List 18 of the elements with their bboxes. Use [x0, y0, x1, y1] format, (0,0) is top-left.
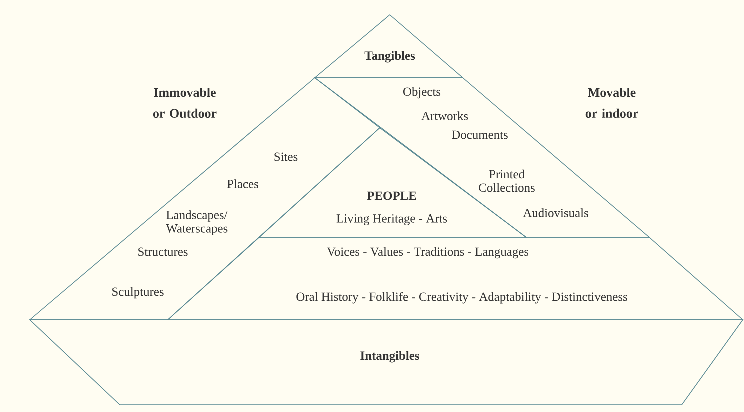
- side-heading: Movable or indoor: [586, 88, 638, 118]
- item-label: Living Heritage - Arts: [336, 214, 448, 226]
- item-label: Structures: [138, 248, 188, 256]
- item-label: Printed Collections: [479, 170, 535, 192]
- item-label: Objects: [404, 87, 441, 99]
- item-label: Sculptures: [112, 287, 164, 299]
- item-label: Places: [227, 180, 258, 188]
- side-heading: Immovable or Outdoor: [153, 88, 217, 118]
- region-heading: PEOPLE: [367, 192, 416, 200]
- item-label: Audiovisuals: [523, 208, 588, 218]
- item-label: Documents: [452, 130, 508, 140]
- item-label: Landscapes/ Waterscapes: [166, 210, 228, 236]
- item-label: Sites: [274, 152, 298, 162]
- item-label: Voices - Values - Traditions - Languages: [327, 247, 529, 259]
- region-heading: Tangibles: [364, 51, 416, 63]
- item-label: Artworks: [422, 112, 468, 120]
- region-heading: Intangibles: [360, 351, 420, 363]
- item-label: Oral History - Folklife - Creativity - Adaptability - Distinctiveness: [296, 292, 628, 304]
